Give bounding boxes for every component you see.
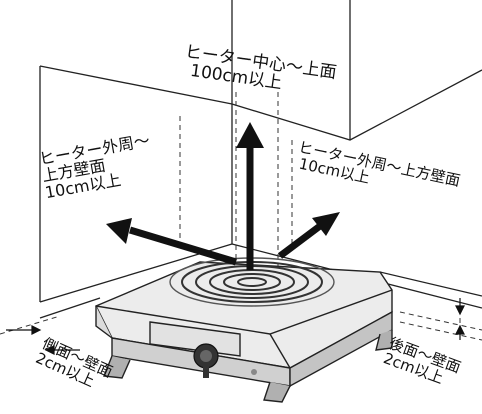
dimension-arrows — [6, 298, 465, 355]
clearance-arrows — [106, 122, 340, 270]
overhead-cabinet — [231, 0, 482, 141]
stove-body — [95, 261, 393, 403]
knob-icon — [193, 343, 257, 378]
guide-lines — [0, 92, 482, 341]
